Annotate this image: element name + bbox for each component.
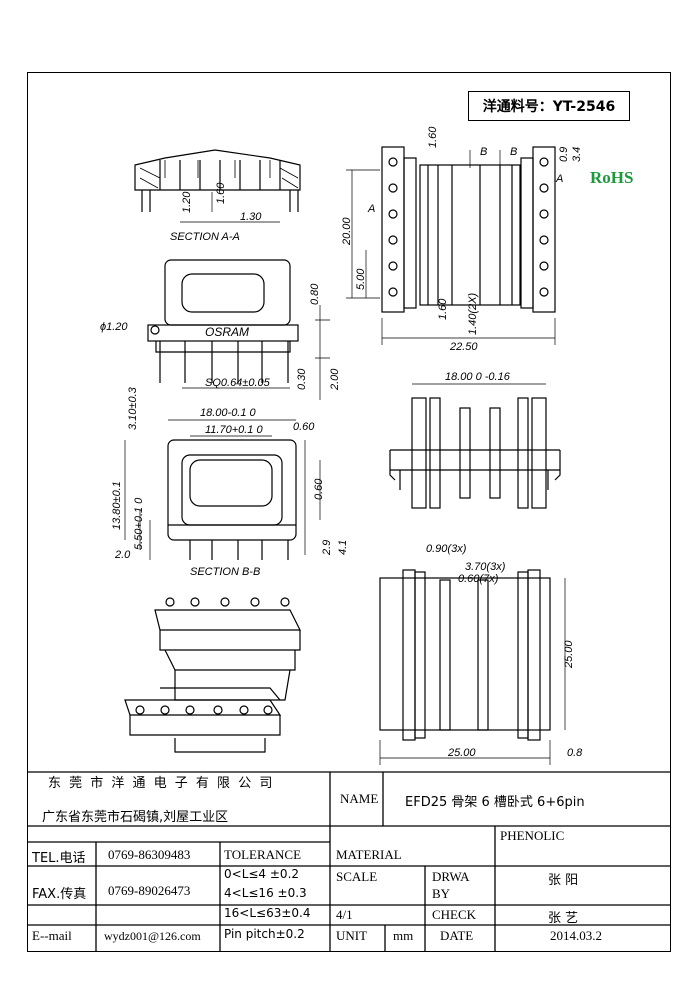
dim-bb-1: 18.00-0.1 0 bbox=[200, 407, 257, 419]
dim-bb-8: 2.9 bbox=[321, 540, 333, 556]
title-block-grid bbox=[27, 771, 671, 952]
dim-side-2: 0.9 bbox=[558, 147, 570, 162]
cut-mark-b-2: B bbox=[510, 146, 517, 158]
tel-label: TEL.电话 bbox=[32, 851, 86, 866]
section-bb-label: SECTION B-B bbox=[190, 566, 260, 578]
dim-side-1: 1.60 bbox=[427, 126, 439, 148]
drawn-label-2: BY bbox=[432, 886, 451, 901]
name-value: EFD25 骨架 6 槽卧式 6+6pin bbox=[405, 795, 585, 810]
dim-rs-1: 18.00 0 -0.16 bbox=[445, 371, 511, 383]
unit-label: UNIT bbox=[336, 928, 368, 943]
dim-bb-6: 5.50+0.1 0 bbox=[133, 497, 145, 550]
fax-value: 0769-89026473 bbox=[108, 883, 191, 898]
tolerance-label: TOLERANCE bbox=[224, 847, 302, 862]
dim-bb-7: 2.0 bbox=[114, 549, 131, 561]
email-label: E--mail bbox=[32, 928, 72, 943]
dim-aa-1: 1.20 bbox=[181, 191, 193, 213]
check-value: 张 艺 bbox=[548, 911, 579, 926]
cut-mark-b-1: B bbox=[480, 146, 487, 158]
side-view bbox=[346, 146, 556, 345]
dim-top-6: 0.8 bbox=[567, 747, 583, 759]
osram-logo: OSRAM bbox=[205, 325, 249, 339]
scale-value: 4/1 bbox=[336, 907, 353, 922]
dim-top-4: 25.00 bbox=[563, 640, 575, 669]
dim-front-4: 0.30 bbox=[296, 368, 308, 390]
name-label: NAME bbox=[340, 791, 379, 806]
fax-label: FAX.传真 bbox=[32, 887, 87, 902]
company-address: 广东省东莞市石碣镇,刘屋工业区 bbox=[42, 810, 229, 825]
section-aa-view bbox=[134, 149, 301, 223]
tolerance-row-3: 16<L≤63±0.4 bbox=[224, 906, 311, 920]
dim-top-1: 0.90(3x) bbox=[426, 543, 467, 555]
dim-side-4: 20.00 bbox=[341, 217, 353, 246]
dim-side-3: 3.4 bbox=[571, 147, 583, 162]
dim-side-8: 22.50 bbox=[449, 341, 478, 353]
dim-aa-2: 1.60 bbox=[215, 182, 227, 204]
material-value: PHENOLIC bbox=[500, 828, 565, 843]
drawn-value: 张 阳 bbox=[548, 873, 579, 888]
dim-top-5: 25.00 bbox=[447, 747, 476, 759]
dim-front-6: 3.10±0.3 bbox=[127, 386, 139, 430]
scale-label: SCALE bbox=[336, 869, 378, 884]
company-name: 东 莞 市 洋 通 电 子 有 限 公 司 bbox=[48, 776, 275, 791]
check-label: CHECK bbox=[432, 907, 477, 922]
dim-front-5: 2.00 bbox=[329, 368, 341, 391]
right-side-view bbox=[389, 383, 561, 509]
dim-bb-3: 0.60 bbox=[293, 421, 315, 433]
part-number: 洋通料号：YT-2546 bbox=[482, 99, 616, 115]
drawing-frame bbox=[27, 72, 671, 952]
tel-value: 0769-86309483 bbox=[108, 847, 191, 862]
dim-side-5: 5.00 bbox=[355, 268, 367, 290]
dim-top-3: 0.60(7x) bbox=[458, 573, 499, 585]
dim-side-7: 1.40(2X) bbox=[467, 292, 479, 335]
dim-front-1: ϕ1.20 bbox=[100, 321, 128, 333]
section-aa-label: SECTION A-A bbox=[170, 231, 240, 243]
section-bb-view bbox=[124, 419, 321, 560]
front-view bbox=[147, 259, 330, 400]
tolerance-row-4: Pin pitch±0.2 bbox=[224, 927, 305, 941]
dim-side-6: 1.60 bbox=[437, 298, 449, 320]
unit-value: mm bbox=[393, 928, 414, 943]
dim-front-3: SQ0.64±0.05 bbox=[205, 377, 271, 389]
cut-mark-a-2: A bbox=[555, 173, 563, 185]
dim-bb-2: 11.70+0.1 0 bbox=[205, 424, 263, 436]
part-number-box: 洋通料号：YT-2546 bbox=[468, 91, 630, 121]
cut-mark-a-1: A bbox=[367, 203, 375, 215]
dim-bb-4: 13.80±0.1 bbox=[111, 481, 123, 530]
tolerance-row-1: 0<L≤4 ±0.2 bbox=[224, 867, 300, 881]
email-value: wydz001@126.com bbox=[104, 929, 201, 943]
dim-front-2: 0.80 bbox=[309, 283, 321, 305]
dim-top-2: 3.70(3x) bbox=[465, 561, 506, 573]
isometric-view bbox=[124, 597, 301, 753]
drawn-label-1: DRWA bbox=[432, 869, 470, 884]
material-label: MATERIAL bbox=[336, 847, 402, 862]
top-view bbox=[379, 569, 566, 765]
tolerance-row-2: 4<L≤16 ±0.3 bbox=[224, 886, 307, 900]
dim-bb-5: 0.60 bbox=[313, 478, 325, 500]
dim-bb-9: 4.1 bbox=[337, 540, 349, 555]
date-value: 2014.03.2 bbox=[550, 928, 602, 943]
rohs-mark: RoHS bbox=[590, 168, 634, 187]
dim-aa-3: 1.30 bbox=[240, 211, 262, 223]
date-label: DATE bbox=[440, 928, 474, 943]
